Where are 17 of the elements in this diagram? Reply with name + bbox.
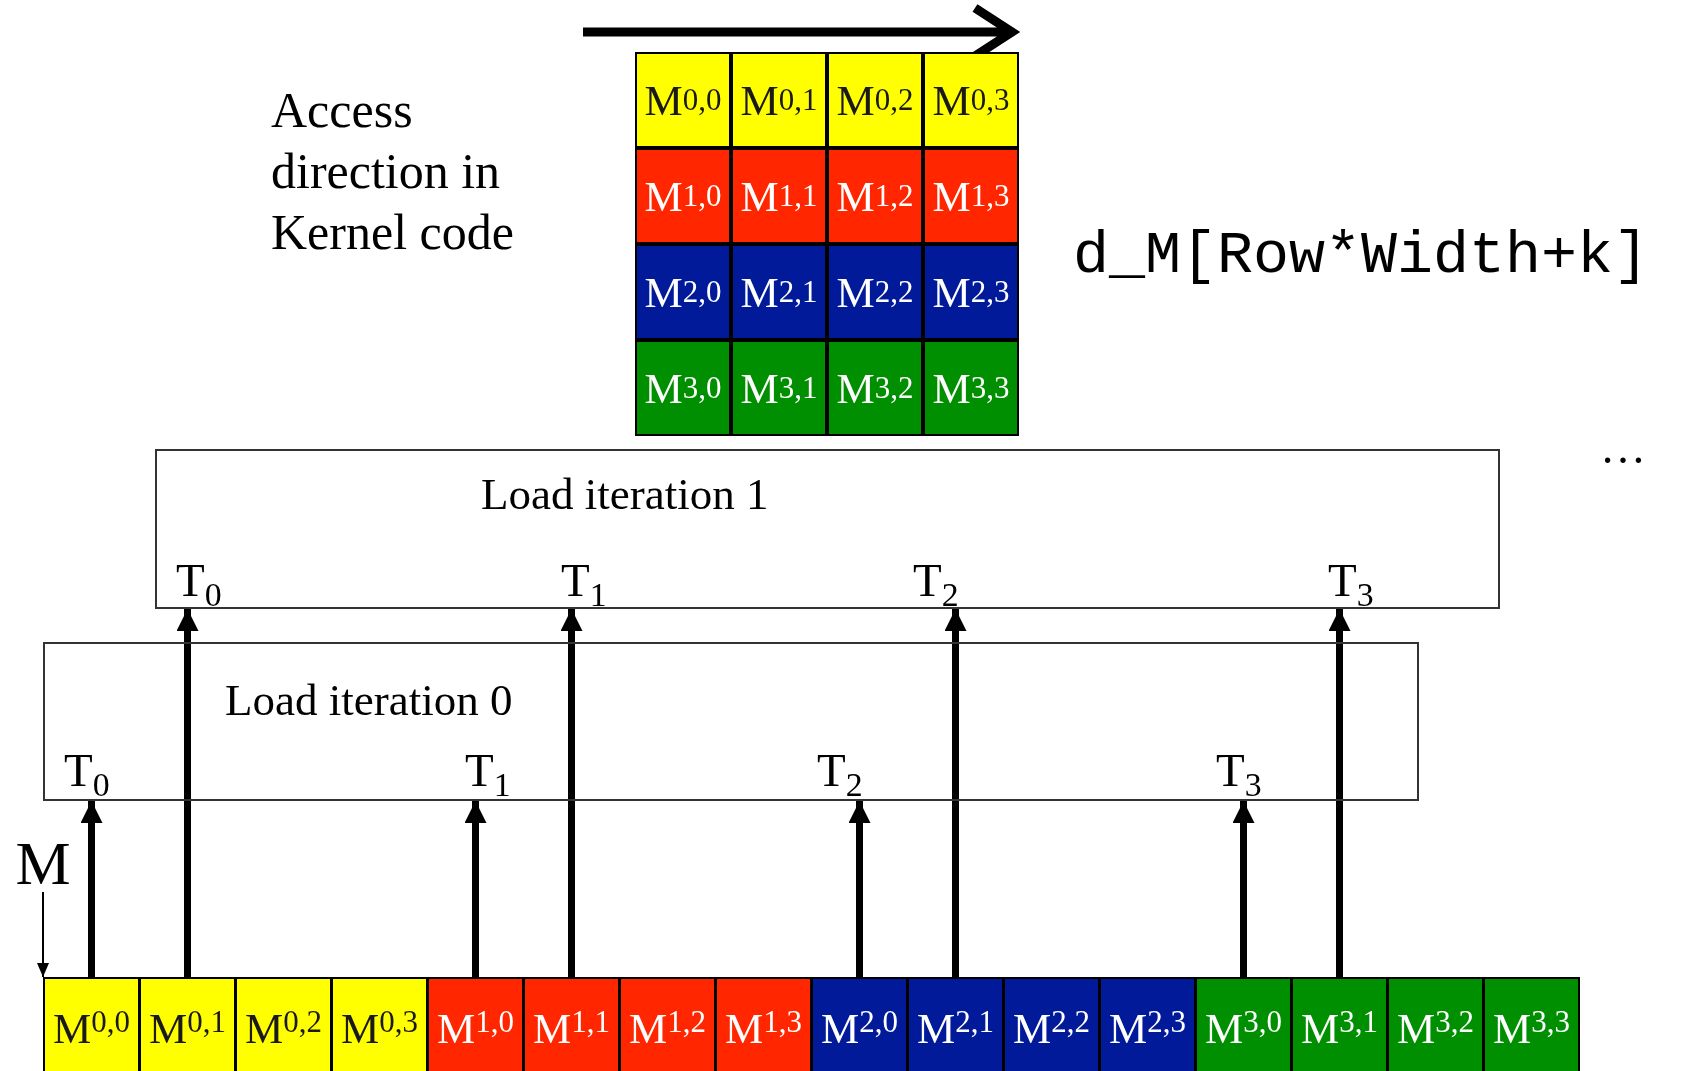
thread-label: T$_{2}$ (817, 747, 875, 801)
thread-label: T$_{3}$ (1216, 747, 1274, 801)
array-label: M (0, 832, 86, 892)
box-heading: Load iteration 1 (481, 472, 769, 517)
thread-label: T$_{3}$ (1328, 557, 1386, 609)
iteration-box (155, 449, 1500, 609)
ellipsis-text: … (1600, 425, 1646, 471)
code-text: d_M[Row*Width+k] (1073, 226, 1650, 286)
thread-label: T$_{0}$ (64, 747, 122, 801)
thread-label: T$_{1}$ (561, 557, 619, 609)
iteration-box (43, 642, 1419, 801)
box-heading: Load iteration 0 (225, 678, 513, 723)
thread-label: T$_{1}$ (465, 747, 523, 801)
caption-text: Access direction in Kernel code (271, 81, 515, 262)
thread-label: T$_{2}$ (913, 557, 971, 609)
thread-label: T$_{0}$ (176, 557, 234, 609)
arrow (37, 891, 49, 978)
